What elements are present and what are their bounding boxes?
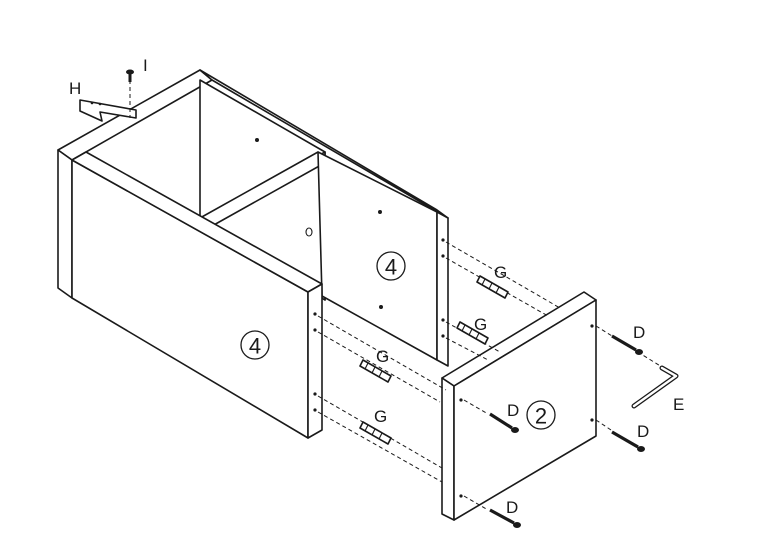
back-panel-edge <box>436 211 449 367</box>
label-h: H <box>69 79 81 98</box>
side-hole-1 <box>590 324 594 328</box>
screw-i-icon <box>126 69 134 82</box>
edge-hole-1 <box>441 238 445 242</box>
label-g-4: G <box>374 407 387 426</box>
screw-1-icon <box>611 334 643 355</box>
panel-left-ring <box>240 330 270 360</box>
side-panel-left-edge <box>441 377 455 521</box>
edge-hole-7 <box>313 392 317 396</box>
hole-back-1 <box>378 210 382 214</box>
side-hole-3 <box>459 398 463 402</box>
label-d-4: D <box>506 498 518 517</box>
dowel-4-icon <box>359 421 392 445</box>
edge-hole-2 <box>441 254 445 258</box>
side-hole-4 <box>459 494 463 498</box>
label-e: E <box>673 395 684 414</box>
label-g-2: G <box>474 315 487 334</box>
bracket-h <box>79 99 137 122</box>
side-panel-face <box>453 299 597 521</box>
label-d-1: D <box>633 323 645 342</box>
allen-key-e-icon <box>631 365 679 409</box>
hole-inner-1 <box>255 138 259 142</box>
edge-hole-8 <box>313 408 317 412</box>
label-g-3: G <box>376 347 389 366</box>
label-g-1: G <box>494 263 507 282</box>
front-panel-edge <box>307 283 323 439</box>
edge-hole-5 <box>313 312 317 316</box>
hole-back-2 <box>379 305 383 309</box>
screw-3-icon <box>611 430 645 452</box>
panel-left-number: 4 <box>249 334 261 359</box>
panel-right-number: 2 <box>535 404 547 429</box>
screw-2-icon <box>489 412 519 433</box>
screw-4-icon <box>489 508 521 528</box>
bracket-hole-1 <box>90 101 94 105</box>
label-i: I <box>143 56 148 75</box>
left-end-strip <box>57 149 73 299</box>
label-d-3: D <box>637 422 649 441</box>
label-d-2: D <box>507 401 519 420</box>
dowel-3-icon <box>359 359 392 383</box>
edge-hole-4 <box>441 334 445 338</box>
bracket-hole-2 <box>98 102 102 106</box>
panel-back-number: 4 <box>385 255 397 280</box>
edge-hole-3 <box>441 318 445 322</box>
back-panel <box>317 151 438 361</box>
dowel-1-icon <box>476 275 509 299</box>
panel-back-ring <box>376 251 406 281</box>
edge-hole-6 <box>313 328 317 332</box>
panel-right-ring <box>526 400 556 430</box>
dowel-2-icon <box>456 321 489 345</box>
hole-inner-2 <box>305 227 313 237</box>
side-hole-2 <box>590 418 594 422</box>
